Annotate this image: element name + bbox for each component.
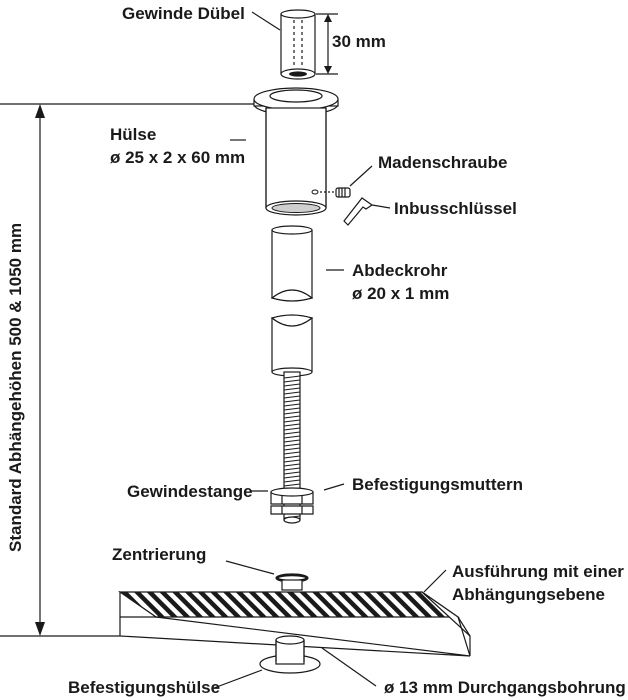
label-abdeckrohr-dim: ø 20 x 1 mm (352, 284, 449, 303)
thread-line (283, 431, 301, 435)
thread-line (283, 455, 301, 459)
leader-befestigungsmuttern (323, 483, 345, 491)
leader-madenschraube (349, 165, 373, 187)
label-huelse: Hülse (110, 125, 156, 144)
label-madenschraube: Madenschraube (378, 153, 507, 172)
dim-30mm-label: 30 mm (332, 32, 386, 51)
set-screw (320, 187, 351, 198)
thread-line (283, 475, 301, 479)
leader-zentrierung (225, 560, 275, 575)
thread-line (283, 451, 301, 455)
thread-line (283, 399, 301, 403)
centering-ring (275, 573, 309, 591)
hex-key (343, 197, 374, 226)
thread-line (283, 403, 301, 407)
thread-line (283, 447, 301, 451)
thread-line (283, 483, 301, 487)
leader-gewinde-duebel (251, 11, 281, 31)
thread-line (283, 423, 301, 427)
thread-line (283, 435, 301, 439)
label-inbusschluessel: Inbusschlüssel (394, 199, 517, 218)
leader-inbusschluessel (371, 204, 391, 209)
ceiling-board (118, 590, 471, 657)
thread-line (283, 391, 301, 395)
mounting-sleeve (259, 635, 321, 674)
thread-line (283, 407, 301, 411)
thread-line (283, 387, 301, 391)
thread-line (283, 415, 301, 419)
label-ausfuehrung-2: Abhängungsebene (452, 585, 605, 604)
leader-ausfuehrung (423, 569, 447, 593)
label-gewinde-duebel: Gewinde Dübel (122, 4, 245, 23)
cover-tube-lower (270, 314, 314, 377)
thread-line (283, 411, 301, 415)
label-bohrung: ø 13 mm Durchgangsbohrung (384, 678, 626, 697)
dim-30mm (316, 13, 338, 75)
thread-line (283, 459, 301, 463)
label-befestigungsmuttern: Befestigungsmuttern (352, 475, 523, 494)
label-vertical-dimension: Standard Abhängehöhen 500 & 1050 mm (6, 223, 25, 552)
label-abdeckrohr: Abdeckrohr (352, 261, 448, 280)
thread-line (283, 467, 301, 471)
thread-line (283, 463, 301, 467)
label-huelse-dim: ø 25 x 2 x 60 mm (110, 148, 245, 167)
thread-line (283, 383, 301, 387)
thread-line (283, 479, 301, 483)
leader-befestigungshuelse (213, 669, 263, 689)
sleeve (253, 87, 339, 216)
thread-line (283, 379, 301, 383)
threaded-anchor (280, 9, 316, 80)
fastening-nuts (270, 487, 314, 515)
label-gewindestange: Gewindestange (127, 482, 253, 501)
thread-line (283, 419, 301, 423)
thread-line (283, 395, 301, 399)
thread-line (283, 375, 301, 379)
thread-line (283, 471, 301, 475)
thread-line (283, 427, 301, 431)
vertical-dimension (35, 104, 45, 636)
cover-tube-upper (270, 225, 314, 302)
label-befestigungshuelse: Befestigungshülse (68, 678, 220, 697)
label-ausfuehrung: Ausführung mit einer (452, 562, 624, 581)
label-zentrierung: Zentrierung (112, 545, 206, 564)
leader-bohrung (321, 647, 377, 687)
thread-line (283, 439, 301, 443)
thread-line (283, 443, 301, 447)
